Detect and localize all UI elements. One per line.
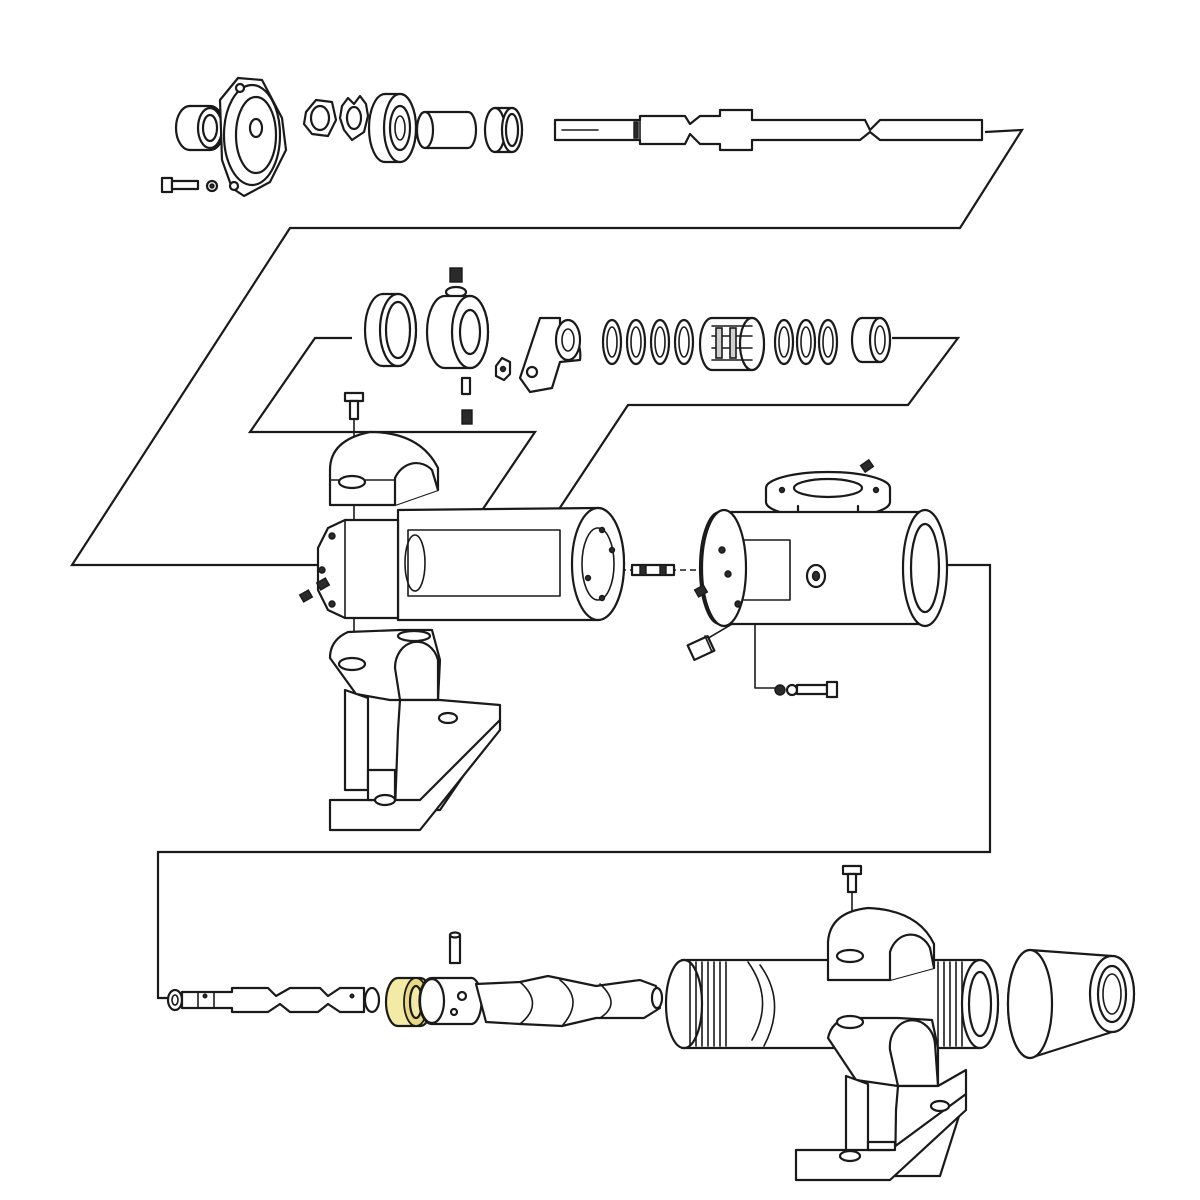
connector-collar-to-housing	[247, 336, 538, 566]
end-cover-plate	[218, 76, 288, 198]
ball-bearing	[367, 92, 418, 164]
shaft-collar	[425, 267, 490, 425]
hex-nut	[302, 98, 338, 138]
drive-shaft	[553, 108, 984, 152]
pedestal-base-right	[794, 1014, 968, 1182]
bushing-right	[850, 316, 892, 364]
dowel-pin	[448, 931, 462, 965]
cone-nozzle	[1006, 948, 1136, 1060]
gear-housing-flange	[316, 518, 400, 620]
bearing-bracket	[518, 316, 582, 394]
tee-set-screw	[686, 635, 716, 661]
housing-screw-left	[298, 577, 331, 603]
thrust-washers-left	[601, 318, 695, 366]
clamp-screw-top-left	[343, 391, 365, 421]
end-washer-small	[166, 988, 184, 1012]
connector-top-shaft-to-left-housing	[69, 128, 1025, 567]
top-row-parts	[160, 76, 984, 198]
bushing-small	[174, 104, 226, 152]
left-clamp-assembly	[298, 391, 626, 832]
main-housing-tube	[396, 506, 626, 622]
lower-row-parts	[166, 864, 1136, 1182]
pedestal-base-left	[328, 628, 502, 832]
roller-bearing-cage	[698, 316, 766, 372]
upper-clamp-cap-right	[826, 906, 936, 982]
thrust-washers-right	[773, 318, 839, 366]
lock-washer	[338, 94, 370, 142]
drill-bit	[418, 974, 664, 1028]
connector-right-housing-to-lower	[156, 563, 992, 1000]
middle-row-parts	[363, 267, 892, 425]
tee-bolt	[774, 680, 839, 699]
upper-clamp-cap	[328, 430, 440, 507]
feed-screw-shaft	[180, 986, 381, 1014]
coupling-pin	[630, 563, 676, 577]
spacer-ring	[483, 106, 524, 154]
clamp-screw-top-right	[841, 864, 863, 894]
sleeve-cylinder	[415, 110, 478, 150]
small-nut	[494, 356, 512, 382]
tee-housing	[686, 458, 949, 699]
bolt-small-top	[160, 176, 219, 194]
threaded-ring	[363, 292, 418, 368]
